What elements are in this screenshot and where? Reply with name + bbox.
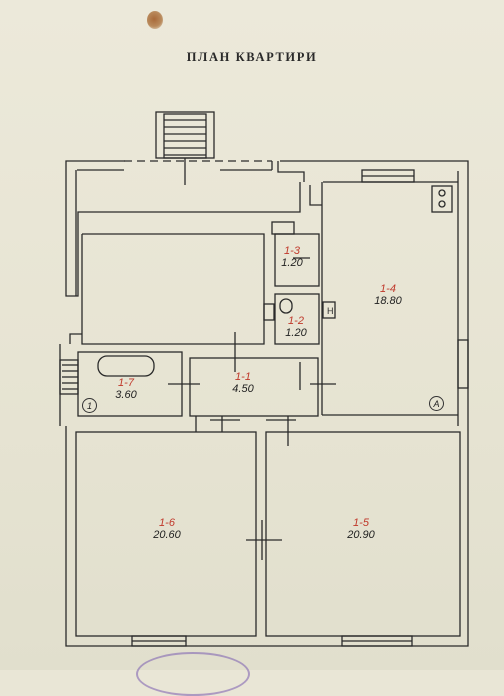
stairs-top bbox=[155, 111, 215, 185]
room-1-2-label: 1-2 1.20 bbox=[285, 315, 307, 339]
floor-plan: H bbox=[59, 111, 469, 647]
meter-box bbox=[322, 301, 336, 319]
outer-wall-top-left bbox=[65, 160, 301, 297]
wall-left-middle bbox=[81, 233, 265, 345]
ink-stain bbox=[147, 11, 163, 29]
stove-icon bbox=[431, 185, 453, 213]
room-1-4-label: 1-4 18.80 bbox=[374, 283, 402, 307]
axis-1-marker: 1 bbox=[82, 398, 97, 413]
stamp-seal bbox=[136, 652, 250, 696]
bathtub-icon bbox=[97, 355, 155, 377]
room-1-2-outline bbox=[274, 293, 320, 345]
axis-a-marker: A bbox=[429, 396, 444, 411]
room-1-3-label: 1-3 1.20 bbox=[281, 245, 303, 269]
window-right-side bbox=[457, 339, 469, 389]
room-1-1-label: 1-1 4.50 bbox=[232, 371, 254, 395]
room-1-1-outline bbox=[189, 357, 319, 417]
outer-wall-right bbox=[280, 160, 469, 426]
meter-symbol: H bbox=[327, 306, 334, 316]
room-1-5-label: 1-5 20.90 bbox=[347, 517, 375, 541]
paper-sheet bbox=[0, 0, 504, 670]
room-1-3-outline bbox=[274, 233, 320, 287]
outer-wall-bottom bbox=[65, 426, 469, 647]
room-1-6-label: 1-6 20.60 bbox=[153, 517, 181, 541]
page-title: ПЛАН КВАРТИРИ bbox=[186, 50, 318, 64]
room-1-7-label: 1-7 3.60 bbox=[115, 377, 137, 401]
